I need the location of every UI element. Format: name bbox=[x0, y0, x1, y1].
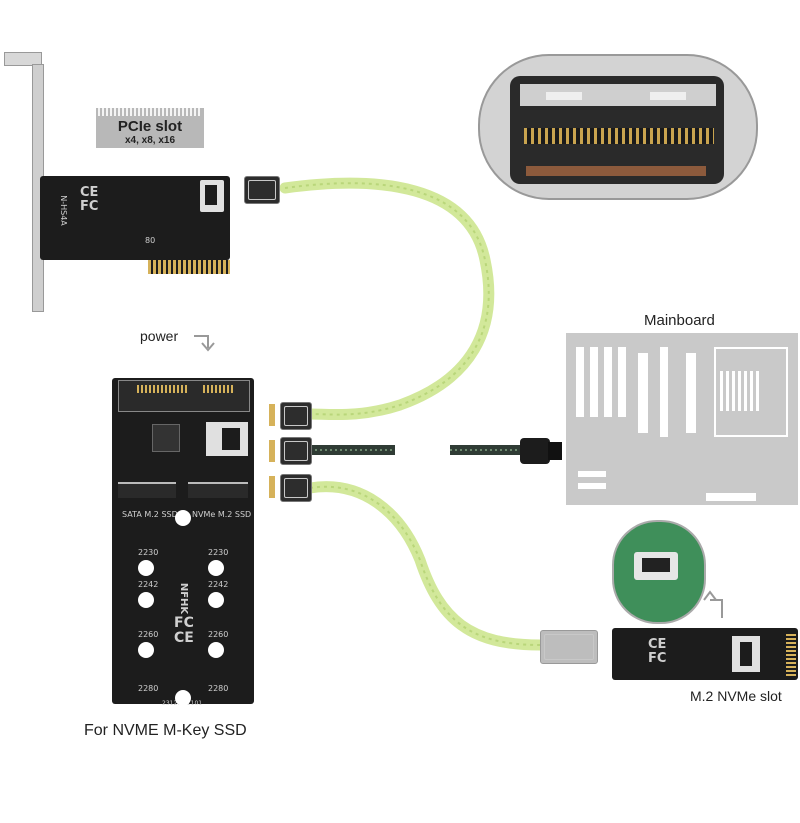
green-cable-bottom bbox=[304, 481, 546, 651]
sata-power-connector bbox=[118, 380, 250, 412]
m2-gold-fingers bbox=[786, 632, 796, 676]
pcie-slot-widths: x4, x8, x16 bbox=[124, 135, 176, 146]
pcie-card-mark: 80 bbox=[145, 236, 156, 245]
sata-m2-label: SATA M.2 SSD bbox=[122, 510, 178, 519]
sff-connector bbox=[200, 180, 224, 212]
brand-text: NFHK bbox=[178, 582, 190, 615]
mainboard-cable-connector bbox=[520, 438, 550, 464]
cable-plug-2 bbox=[280, 437, 312, 465]
pcie-bracket bbox=[4, 52, 44, 312]
m2-slot-right bbox=[188, 482, 248, 498]
ssd-adapter-board: SATA M.2 SSD NVMe M.2 SSD 2230 2230 2242… bbox=[112, 378, 254, 707]
size-2242-right: 2242 bbox=[208, 580, 229, 589]
mount-hole bbox=[208, 642, 224, 658]
size-2230-left: 2230 bbox=[138, 548, 159, 557]
size-2280-left: 2280 bbox=[138, 684, 159, 693]
power-label: power bbox=[140, 328, 179, 344]
mount-hole bbox=[138, 592, 154, 608]
mount-hole bbox=[138, 642, 154, 658]
mainboard-cable-plug bbox=[548, 442, 562, 460]
mount-hole bbox=[175, 690, 191, 706]
mount-hole bbox=[208, 560, 224, 576]
m2-nvme-slot-label: M.2 NVMe slot bbox=[690, 688, 782, 704]
mount-hole bbox=[138, 560, 154, 576]
cable-plug-pcie bbox=[244, 176, 280, 204]
green-cable-top bbox=[279, 177, 495, 421]
chip bbox=[152, 424, 180, 452]
edge-contact-2 bbox=[269, 440, 275, 462]
cable-plug-m2 bbox=[540, 630, 598, 664]
size-2230-right: 2230 bbox=[208, 548, 229, 557]
connector-zoom bbox=[478, 54, 758, 200]
arrow-up-icon bbox=[703, 590, 723, 618]
mainboard-graphic bbox=[566, 333, 798, 505]
nvme-ssd-caption: For NVME M-Key SSD bbox=[84, 722, 247, 739]
sff-connector-board bbox=[206, 422, 248, 456]
pcie-gold-fingers bbox=[148, 260, 230, 274]
size-2242-left: 2242 bbox=[138, 580, 159, 589]
pcie-card-code: N-HS4A bbox=[58, 195, 68, 226]
sff-connector-m2 bbox=[732, 636, 760, 672]
m2-slot-left bbox=[118, 482, 176, 498]
pcie-slot-title: PCIe slot bbox=[117, 118, 183, 135]
nvme-m2-label: NVMe M.2 SSD bbox=[192, 510, 252, 519]
cable-plug-3 bbox=[280, 474, 312, 502]
m2-slot-zoom bbox=[612, 520, 706, 624]
size-2280-right: 2280 bbox=[208, 684, 229, 693]
pcie-slot-graphic: PCIe slot x4, x8, x16 bbox=[96, 108, 204, 148]
mount-hole bbox=[175, 510, 191, 526]
size-2260-left: 2260 bbox=[138, 630, 159, 639]
edge-contact-1 bbox=[269, 404, 275, 426]
mount-hole bbox=[208, 592, 224, 608]
size-2260-right: 2260 bbox=[208, 630, 229, 639]
arrow-down-right-icon bbox=[194, 335, 215, 352]
mainboard-label: Mainboard bbox=[644, 312, 715, 329]
cable-plug-1 bbox=[280, 402, 312, 430]
edge-contact-3 bbox=[269, 476, 275, 498]
